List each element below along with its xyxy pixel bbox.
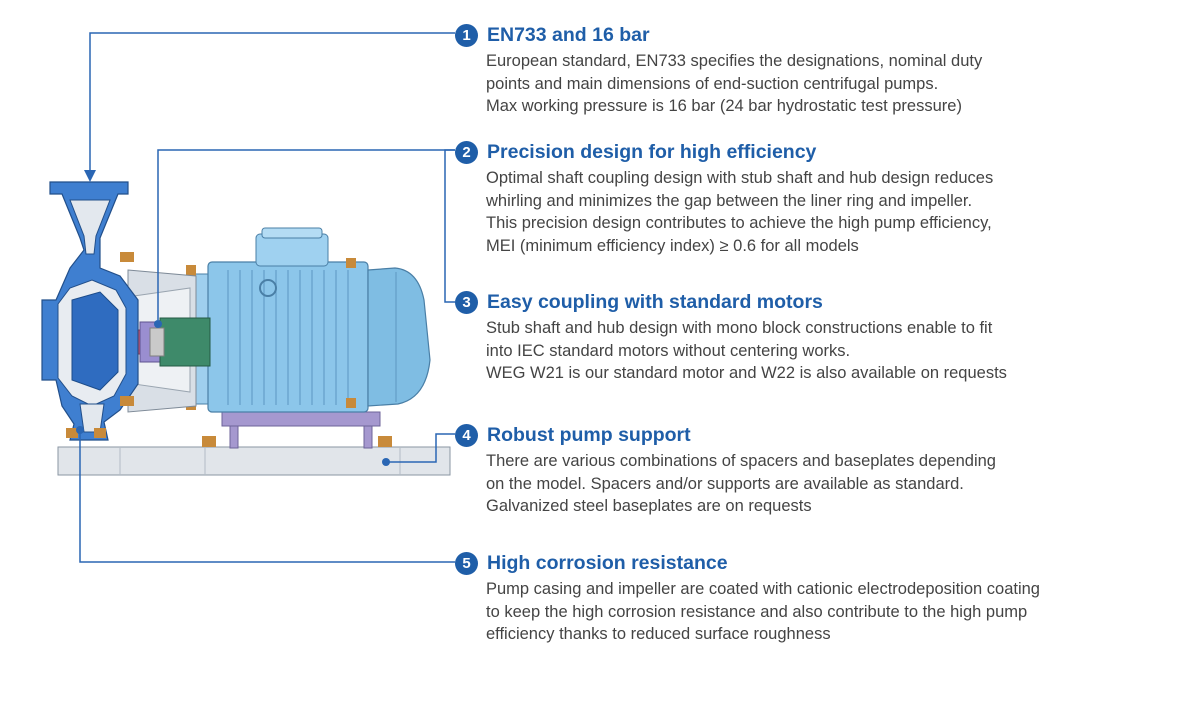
description-line: Stub shaft and hub design with mono bloc… [486, 319, 993, 337]
feature-5: 5 High corrosion resistance Pump casing … [455, 550, 1040, 646]
description-line: This precision design contributes to ach… [486, 214, 992, 232]
feature-1: 1 EN733 and 16 bar European standard, EN… [455, 22, 982, 118]
description-line: efficiency thanks to reduced surface rou… [486, 625, 831, 643]
feature-description: Stub shaft and hub design with mono bloc… [486, 317, 1007, 385]
description-line: Pump casing and impeller are coated with… [486, 580, 1040, 598]
callout-markers [76, 170, 390, 466]
description-line: There are various combinations of spacer… [486, 452, 996, 470]
feature-description: European standard, EN733 specifies the d… [486, 50, 982, 118]
callout-dot-2 [154, 320, 162, 328]
feature-title: EN733 and 16 bar [487, 23, 650, 46]
arrow-head-1 [84, 170, 96, 182]
description-line: Max working pressure is 16 bar (24 bar h… [486, 97, 962, 115]
description-line: MEI (minimum efficiency index) ≥ 0.6 for… [486, 236, 859, 255]
feature-3: 3 Easy coupling with standard motors Stu… [455, 289, 1007, 385]
description-line: Galvanized steel baseplates are on reque… [486, 497, 812, 515]
feature-title: High corrosion resistance [487, 551, 728, 574]
description-line: Optimal shaft coupling design with stub … [486, 169, 994, 187]
feature-2: 2 Precision design for high efficiency O… [455, 139, 993, 257]
feature-title: Robust pump support [487, 423, 691, 446]
number-badge: 5 [455, 551, 478, 575]
feature-title: Precision design for high efficiency [487, 140, 817, 163]
callout-dot-4 [382, 458, 390, 466]
description-line: European standard, EN733 specifies the d… [486, 52, 983, 70]
feature-title: Easy coupling with standard motors [487, 290, 823, 313]
feature-description: There are various combinations of spacer… [486, 450, 996, 518]
motor [186, 227, 431, 413]
callout-dot-5 [76, 426, 84, 434]
number-badge: 2 [455, 140, 478, 164]
number-badge: 1 [455, 23, 478, 47]
feature-4: 4 Robust pump support There are various … [455, 422, 996, 518]
description-line: whirling and minimizes the gap between t… [486, 191, 973, 210]
number-badge: 4 [455, 423, 478, 447]
number-badge: 3 [455, 290, 478, 314]
callout-lines [79, 32, 455, 563]
description-line: to keep the high corrosion resistance an… [486, 602, 1028, 621]
description-line: points and main dimensions of end-suctio… [486, 74, 939, 93]
feature-description: Optimal shaft coupling design with stub … [486, 167, 993, 257]
description-line: WEG W21 is our standard motor and W22 is… [486, 364, 1007, 382]
description-line: into IEC standard motors without centeri… [486, 341, 851, 360]
feature-description: Pump casing and impeller are coated with… [486, 578, 1040, 646]
description-line: on the model. Spacers and/or supports ar… [486, 474, 964, 493]
baseplate [57, 446, 451, 476]
pump-casing [41, 181, 139, 441]
